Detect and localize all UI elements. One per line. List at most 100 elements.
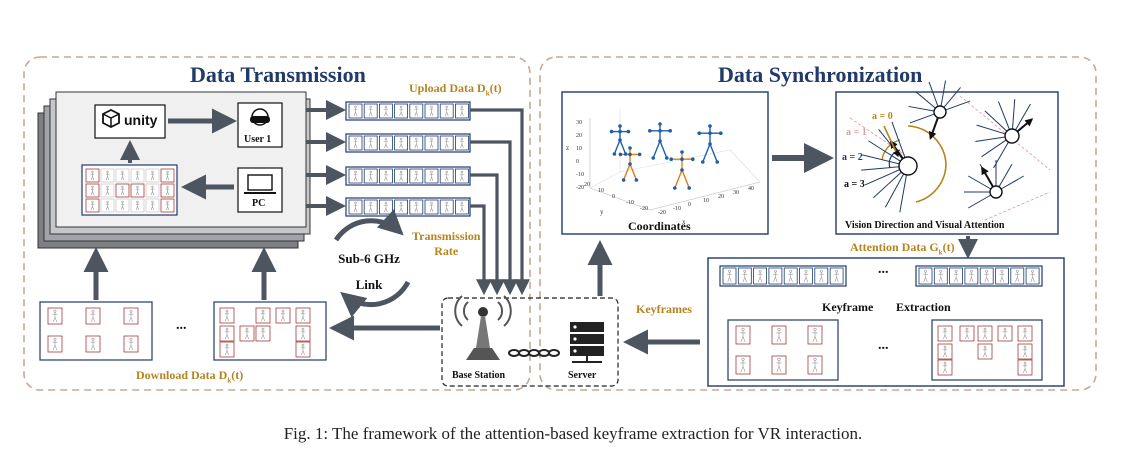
- skeleton-figure: [923, 269, 928, 283]
- skeleton-figure: [982, 345, 988, 358]
- frame-cell: [295, 307, 311, 324]
- skeleton-3d: [697, 124, 723, 164]
- a0-label: a = 0: [872, 111, 893, 122]
- skeleton-figure: [90, 337, 96, 351]
- frame-cell: [130, 198, 145, 213]
- skeleton-figure: [1014, 269, 1020, 283]
- frame-cell: [115, 198, 130, 213]
- skeleton-figure: [953, 269, 959, 283]
- skeleton-figure: [776, 327, 782, 343]
- skeleton-figure: [414, 201, 419, 213]
- strip-ellipsis: ...: [878, 262, 889, 277]
- skeleton-figure: [964, 327, 970, 340]
- frame-cell: [85, 183, 100, 198]
- skeleton-figure: [942, 361, 948, 374]
- skeleton-figure: [165, 170, 170, 181]
- skeleton-figure: [90, 200, 95, 211]
- skeleton-figure: [135, 200, 140, 211]
- frame-cell: [959, 325, 975, 342]
- upload-filmstrip: [345, 166, 471, 186]
- skeleton-figure: [300, 327, 306, 340]
- skeleton-figure: [120, 185, 125, 196]
- skeleton-figure: [429, 137, 434, 149]
- skeleton-figure: [984, 269, 990, 283]
- skeleton-figure: [120, 200, 125, 211]
- axis-name: x: [682, 218, 686, 226]
- frame-cell: [145, 183, 160, 198]
- frame-cell: [454, 135, 469, 151]
- keyframe-filmstrip: [915, 265, 1043, 287]
- y-tick-label: -20: [640, 206, 648, 212]
- skeleton-figure: [414, 170, 419, 182]
- skeleton-figure: [260, 309, 266, 322]
- skeleton-figure: [224, 327, 230, 340]
- frame-cell: [949, 267, 963, 285]
- frame-cell: [85, 307, 101, 325]
- skeleton-figure: [776, 357, 782, 373]
- frame-cell: [123, 335, 139, 353]
- frame-cell: [100, 183, 115, 198]
- frame-cell: [363, 199, 378, 215]
- unity-cube-icon: [102, 108, 120, 129]
- frame-cell: [409, 168, 424, 184]
- frame-cell: [454, 103, 469, 119]
- skeleton-figure: [120, 170, 125, 181]
- a1-label: a = 1: [846, 127, 867, 138]
- coordinates-label: Coordinates: [628, 219, 691, 233]
- skeleton-figure: [244, 327, 250, 340]
- figure-caption: Fig. 1: The framework of the attention-b…: [283, 424, 863, 443]
- skeleton-3d: [669, 150, 695, 190]
- skeleton-figure: [90, 170, 95, 181]
- server-icon: [570, 322, 604, 363]
- skeleton-figure: [52, 337, 58, 351]
- frame-cell: [394, 103, 409, 119]
- skeleton-figure: [757, 269, 763, 283]
- z-tick-label: -20: [576, 185, 584, 191]
- skeleton-figure: [165, 185, 170, 196]
- x-tick-label: 0: [688, 202, 691, 208]
- frame-cell: [753, 267, 767, 285]
- 3d-skeletons: [609, 122, 723, 190]
- skeleton-figure: [942, 345, 948, 358]
- z-tick-label: -10: [576, 172, 584, 178]
- skeleton-figure: [938, 269, 944, 283]
- skeleton-figure: [1030, 269, 1035, 283]
- frame-cell: [219, 307, 235, 324]
- data-transmission-title: Data Transmission: [190, 62, 366, 87]
- skeleton-figure: [368, 170, 373, 182]
- frame-cell: [363, 135, 378, 151]
- skeleton-figure: [429, 105, 434, 117]
- frame-cell: [829, 267, 844, 285]
- frame-cell: [737, 267, 752, 285]
- frame-cell: [219, 341, 235, 358]
- skeleton-figure: [90, 309, 96, 323]
- result-ellipsis: ...: [878, 338, 889, 353]
- skeleton-figure: [982, 327, 988, 340]
- skeleton-figure: [444, 137, 449, 149]
- skeleton-figure: [969, 269, 974, 283]
- x-tick-label: 30: [733, 190, 739, 196]
- attention-node: [964, 160, 1024, 209]
- skeleton-figure: [353, 105, 358, 117]
- x-tick-label: 40: [748, 186, 754, 192]
- skeleton-figure: [399, 105, 404, 117]
- unity-label: unity: [124, 112, 158, 128]
- frame-cell: [768, 267, 783, 285]
- frame-cell: [995, 267, 1009, 285]
- frame-cell: [933, 267, 948, 285]
- skeleton-figure: [368, 105, 373, 117]
- laptop-icon: [244, 174, 276, 194]
- skeleton-3d: [618, 146, 642, 182]
- frame-cell: [394, 135, 409, 151]
- skeleton-figure: [105, 185, 110, 196]
- frame-cell: [735, 325, 751, 345]
- frame-cell: [979, 267, 994, 285]
- x-tick-label: -10: [673, 206, 681, 212]
- keyframe-filmstrip: [719, 265, 847, 287]
- skeleton-figure: [399, 137, 404, 149]
- frame-cell: [255, 307, 271, 324]
- frame-cell: [100, 198, 115, 213]
- frame-cell: [409, 135, 424, 151]
- frame-cell: [424, 135, 439, 151]
- frame-cell: [115, 183, 130, 198]
